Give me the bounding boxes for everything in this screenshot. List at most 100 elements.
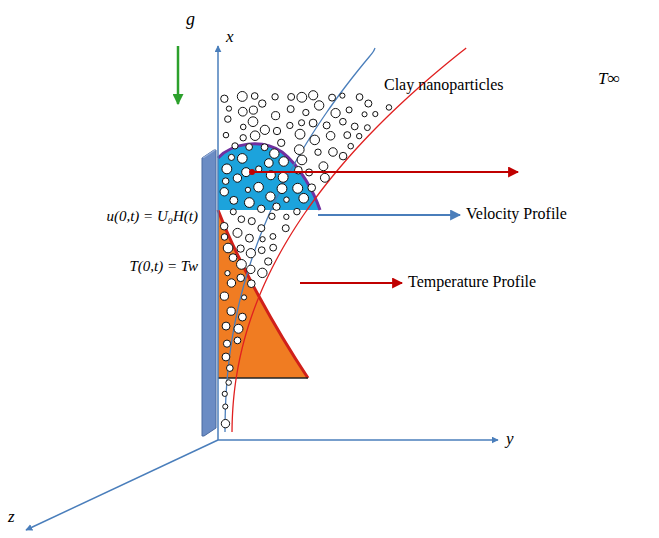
nanoparticle <box>240 124 246 130</box>
ambient-temperature: T∞ <box>598 70 620 89</box>
nanoparticle <box>339 152 347 160</box>
nanoparticle <box>259 100 266 107</box>
axis-label: z <box>8 508 15 527</box>
nanoparticle <box>308 184 316 192</box>
nanoparticle <box>238 216 245 223</box>
nanoparticle <box>227 307 235 315</box>
nanoparticle <box>222 164 232 174</box>
nanoparticle <box>294 145 304 155</box>
nanoparticle <box>284 214 289 219</box>
nanoparticle <box>272 112 280 120</box>
nanoparticle <box>284 197 289 202</box>
nanoparticle <box>269 213 275 219</box>
nanoparticle <box>261 144 268 151</box>
plate-top <box>202 150 216 158</box>
nanoparticle <box>226 380 232 386</box>
nanoparticle <box>310 135 320 145</box>
nanoparticle <box>249 106 257 114</box>
nanoparticle <box>247 280 255 288</box>
nanoparticle <box>223 404 228 409</box>
callout-label: Velocity Profile <box>466 205 567 223</box>
nanoparticle <box>258 268 267 277</box>
temperature-pointer <box>300 282 402 284</box>
nanoparticle <box>222 322 230 330</box>
nanoparticle <box>278 139 285 146</box>
nanoparticle <box>329 94 336 101</box>
axis-label: y <box>506 430 514 449</box>
nanoparticle <box>245 234 253 242</box>
nanoparticle <box>362 112 367 117</box>
velocity-curve <box>218 144 320 210</box>
temperature-curve <box>218 210 308 378</box>
nanoparticle <box>260 125 269 134</box>
nanoparticle <box>265 258 272 265</box>
nanoparticle <box>251 93 258 100</box>
nanoparticle <box>273 203 280 210</box>
nanoparticle <box>237 154 247 164</box>
nanoparticle <box>248 117 258 127</box>
nanoparticle <box>287 122 293 128</box>
thermal-boundary-layer <box>232 48 466 432</box>
nanoparticle <box>238 107 247 116</box>
velocity-profile <box>218 144 320 210</box>
nanoparticle <box>220 188 228 196</box>
nanoparticle <box>297 92 307 102</box>
nanoparticle <box>246 144 253 151</box>
nanoparticle <box>226 365 233 372</box>
nanoparticle <box>282 225 289 232</box>
nanoparticle <box>272 94 278 100</box>
nanoparticle <box>287 106 294 113</box>
nanoparticle <box>237 274 245 282</box>
nanoparticle <box>277 184 287 194</box>
nanoparticle <box>258 247 265 254</box>
temperature-profile <box>218 210 308 378</box>
nanoparticle <box>220 222 228 230</box>
nanoparticle <box>265 159 274 168</box>
nanoparticle <box>297 155 307 165</box>
nanoparticle <box>295 129 305 139</box>
nanoparticle <box>319 162 328 171</box>
nanoparticle <box>234 337 241 344</box>
nanoparticle <box>303 109 309 115</box>
nanoparticle <box>340 93 345 98</box>
nanoparticle <box>248 218 255 225</box>
nanoparticle <box>234 324 243 333</box>
nanoparticle <box>232 143 238 149</box>
nanoparticle <box>326 131 335 140</box>
nanoparticle <box>258 225 265 232</box>
nanoparticle <box>323 122 330 129</box>
nanoparticle <box>278 172 288 182</box>
profile-base <box>218 377 308 379</box>
nanoparticle <box>222 391 227 396</box>
nanoparticle <box>356 133 361 138</box>
vertical-plate <box>202 150 216 436</box>
nanoparticle <box>247 265 255 273</box>
boundary-condition: T(0,t) = Tw <box>129 258 198 275</box>
nanoparticle <box>386 105 392 111</box>
nanoparticle <box>348 143 354 149</box>
nanoparticle <box>242 295 247 300</box>
callout-label: Clay nanoparticles <box>384 76 504 94</box>
nanoparticle <box>279 157 289 167</box>
velocity-pointer <box>318 214 460 216</box>
nanoparticle <box>226 106 231 111</box>
nanoparticle <box>270 234 276 240</box>
nanoparticle <box>228 154 234 160</box>
nanoparticle <box>237 91 247 101</box>
y-axis <box>218 439 498 441</box>
nanoparticle <box>222 178 229 185</box>
nanoparticle <box>364 125 370 131</box>
nanoparticle <box>223 340 230 347</box>
nanoparticle <box>220 292 228 300</box>
nanoparticle <box>225 271 230 276</box>
gravity-symbol: g <box>186 10 195 30</box>
nanoparticle <box>245 187 250 192</box>
nanoparticle <box>221 95 228 102</box>
x-axis <box>217 46 219 440</box>
nanoparticle <box>230 209 236 215</box>
nanoparticle <box>233 174 241 182</box>
nanoparticle <box>344 132 351 139</box>
nanoparticle <box>230 196 238 204</box>
nanoparticle <box>229 254 237 262</box>
